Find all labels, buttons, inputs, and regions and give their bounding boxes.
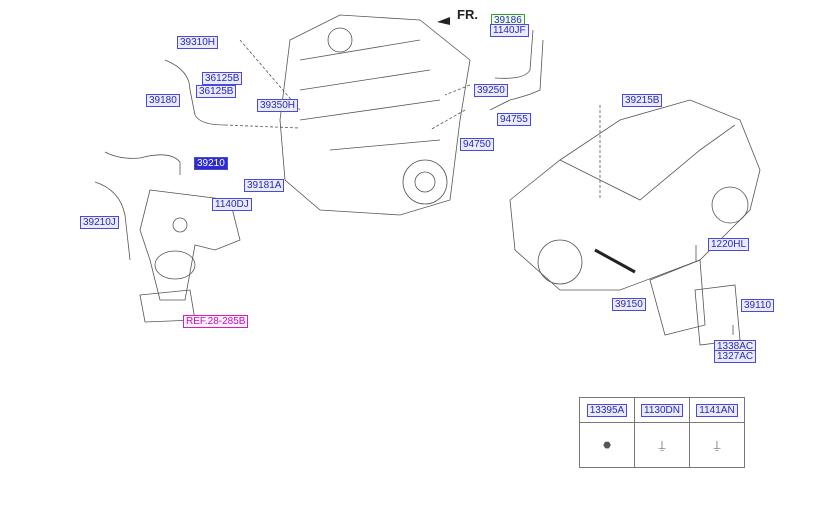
part-label-39250[interactable]: 39250 bbox=[474, 84, 508, 97]
part-label-1130DN[interactable]: 1130DN bbox=[641, 403, 683, 417]
sensor-wire bbox=[494, 29, 534, 79]
sensor-wire bbox=[164, 59, 226, 126]
reference-link[interactable]: REF.28-285B bbox=[183, 315, 249, 328]
part-label-94750[interactable]: 94750 bbox=[460, 138, 494, 151]
sensor-wire bbox=[489, 39, 544, 111]
ecu-bracket bbox=[649, 245, 741, 346]
sensor-wire bbox=[94, 181, 131, 261]
front-direction-label: FR. bbox=[457, 7, 478, 22]
part-label-39180[interactable]: 39180 bbox=[146, 94, 180, 107]
part-label-39110[interactable]: 39110 bbox=[741, 299, 775, 312]
part-label-36125B[interactable]: 36125B bbox=[196, 85, 237, 98]
part-label-39350H[interactable]: 39350H bbox=[257, 99, 299, 112]
part-label-1327AC[interactable]: 1327AC bbox=[714, 350, 757, 363]
sensor-wire bbox=[104, 151, 181, 175]
nut-icon: ⬣ bbox=[603, 439, 611, 450]
bolt-icon: ⍊ bbox=[658, 437, 666, 452]
part-label-39210J[interactable]: 39210J bbox=[80, 216, 119, 229]
part-label-39150[interactable]: 39150 bbox=[612, 298, 646, 311]
part-label-39210[interactable]: 39210 bbox=[194, 157, 228, 170]
part-label-1140DJ[interactable]: 1140DJ bbox=[212, 198, 252, 211]
part-label-39215B[interactable]: 39215B bbox=[622, 94, 663, 107]
bolt-icon: ⍊ bbox=[713, 437, 721, 452]
hardware-table: 13395A 1130DN 1141AN ⬣ ⍊ ⍊ bbox=[579, 397, 745, 468]
part-label-13395A[interactable]: 13395A bbox=[586, 403, 628, 417]
part-label-39181A[interactable]: 39181A bbox=[244, 179, 285, 192]
part-label-36125B[interactable]: 36125B bbox=[202, 72, 243, 85]
engine-block bbox=[279, 14, 471, 216]
vehicle bbox=[509, 99, 761, 291]
part-label-1141AN[interactable]: 1141AN bbox=[696, 403, 738, 417]
part-label-1220HL[interactable]: 1220HL bbox=[708, 238, 750, 251]
part-label-94755[interactable]: 94755 bbox=[497, 113, 531, 126]
part-label-1140JF[interactable]: 1140JF bbox=[490, 24, 529, 37]
part-label-39310H[interactable]: 39310H bbox=[177, 36, 219, 49]
